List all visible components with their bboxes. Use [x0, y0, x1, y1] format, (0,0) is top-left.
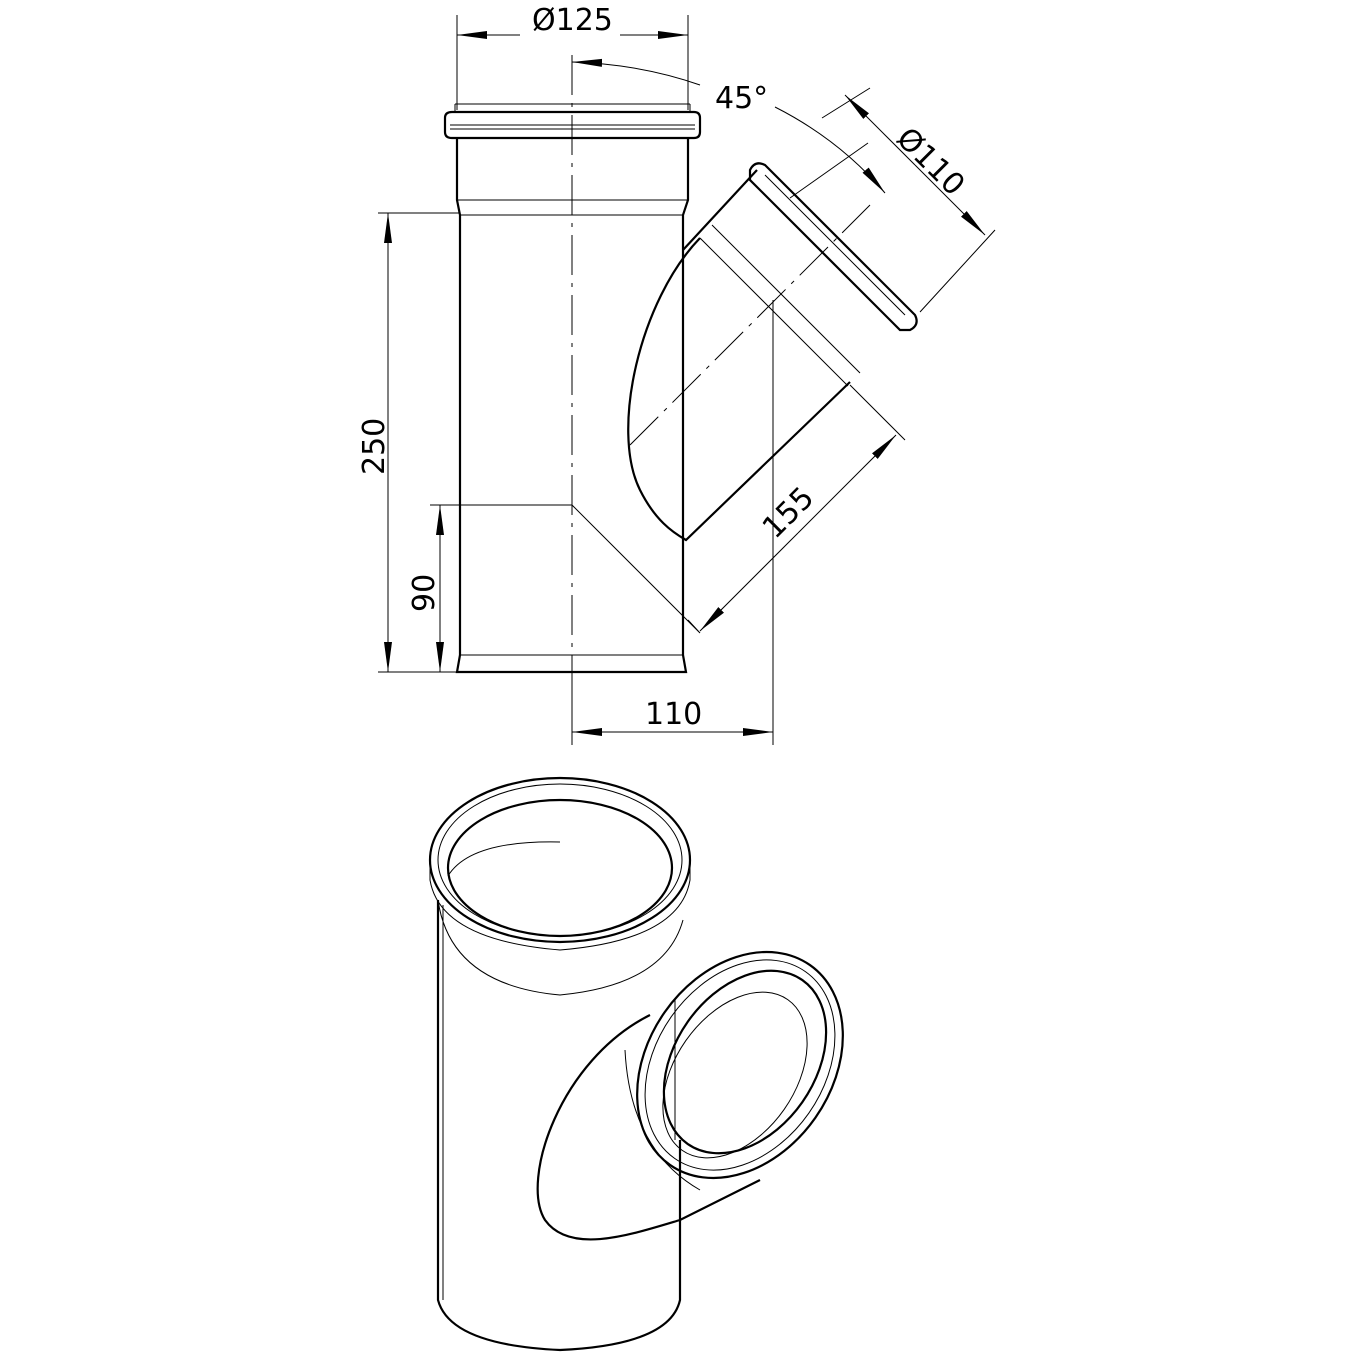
branch-upper-edge [682, 169, 758, 251]
isometric-view [428, 776, 844, 1352]
dim-angle: 45° [715, 81, 768, 116]
main-seal [443, 110, 702, 140]
branch-seal [748, 162, 918, 332]
dim-main-diameter: Ø125 [532, 3, 613, 38]
dim-branch-length: 155 [756, 480, 821, 545]
side-view [378, 55, 918, 745]
dim-branch-diameter: Ø110 [889, 121, 971, 203]
dim-branch-offset: 110 [645, 697, 702, 732]
branch-body [627, 237, 851, 542]
dim-height: 250 [357, 418, 392, 475]
dim-branch-height: 90 [407, 574, 442, 612]
